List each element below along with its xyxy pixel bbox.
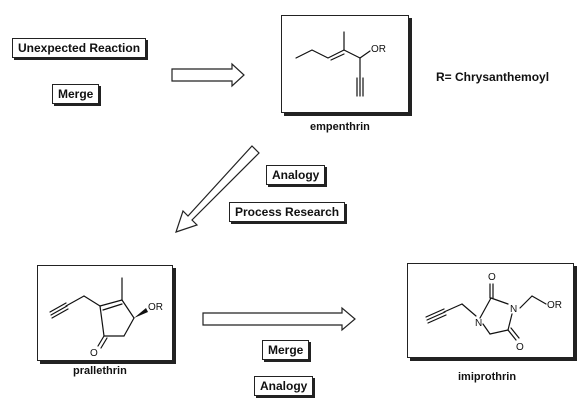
- prallethrin-name: prallethrin: [73, 365, 127, 377]
- arrow-merge-top: [171, 62, 245, 88]
- merge-top-label: Merge: [52, 84, 100, 104]
- imiprothrin-name: imiprothrin: [458, 371, 517, 383]
- empenthrin-structure: OR: [295, 31, 386, 97]
- r-definition-text: R= Chrysanthemoyl: [436, 70, 550, 84]
- arrow-merge-bottom: [202, 306, 356, 332]
- imiprothrin-atom-o-bottom: O: [516, 342, 524, 353]
- prallethrin-atom-or: OR: [148, 302, 163, 313]
- process-research-label: Process Research: [229, 202, 346, 222]
- merge-bottom-label: Merge: [262, 340, 310, 360]
- imiprothrin-atom-n1: N: [475, 318, 482, 329]
- prallethrin-structure: OR O: [49, 277, 163, 359]
- arrow-analogy-diagonal: [175, 145, 260, 233]
- prallethrin-structure-box: OR O: [37, 265, 173, 361]
- empenthrin-name: empenthrin: [310, 121, 370, 133]
- empenthrin-structure-box: OR: [281, 15, 409, 113]
- imiprothrin-structure-box: O N N OR O: [407, 263, 574, 358]
- imiprothrin-structure: O N N OR O: [425, 272, 562, 353]
- empenthrin-atom-or: OR: [371, 44, 386, 55]
- imiprothrin-atom-o-top: O: [488, 272, 496, 283]
- analogy-bottom-label: Analogy: [254, 376, 314, 396]
- analogy-mid-label: Analogy: [266, 165, 326, 185]
- prallethrin-atom-o: O: [90, 348, 98, 359]
- imiprothrin-atom-or: OR: [547, 300, 562, 311]
- imiprothrin-atom-n3: N: [510, 304, 517, 315]
- unexpected-reaction-label: Unexpected Reaction: [12, 38, 147, 58]
